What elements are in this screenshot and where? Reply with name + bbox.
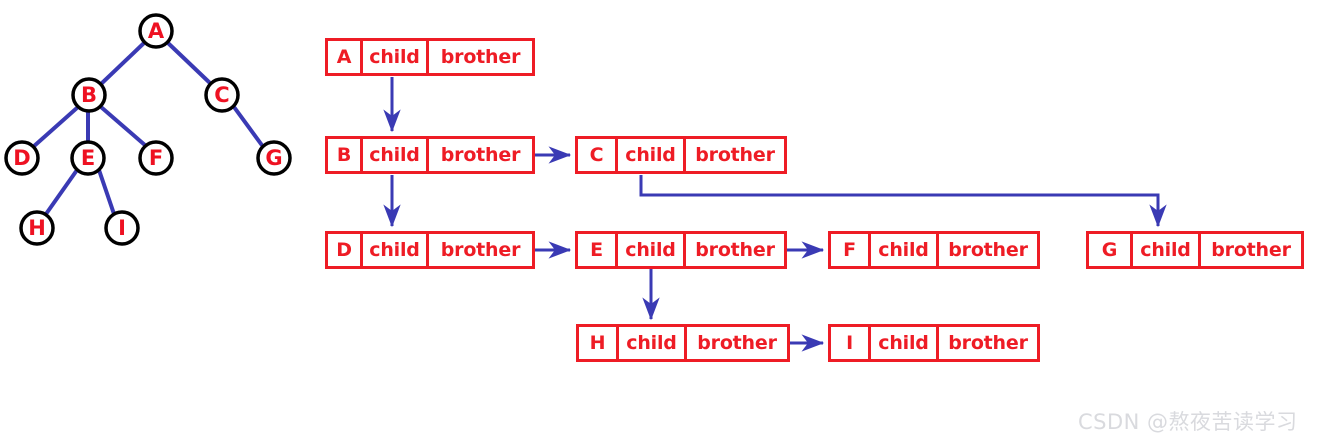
- tree-node-c: [204, 77, 240, 113]
- tree-node-d: [4, 140, 40, 176]
- record-node-d: D child brother: [325, 231, 535, 269]
- record-brother-f: brother: [948, 239, 1028, 261]
- tree-node-b: [71, 77, 107, 113]
- tree-node-f: [138, 140, 174, 176]
- record-child-g: child: [1133, 234, 1201, 266]
- tree-node-g: [256, 140, 292, 176]
- record-brother-c: brother: [695, 144, 775, 166]
- record-links: [383, 77, 1167, 352]
- watermark: CSDN @熬夜苦读学习: [1078, 410, 1298, 434]
- record-key-a: A: [328, 41, 363, 73]
- record-node-g: G child brother: [1086, 231, 1304, 269]
- record-child-c: child: [618, 139, 686, 171]
- tree-nodes: [4, 13, 292, 246]
- record-node-f: F child brother: [828, 231, 1040, 269]
- record-node-c: C child brother: [575, 136, 787, 174]
- record-brother-g: brother: [1211, 239, 1291, 261]
- tree-node-a: [138, 13, 174, 49]
- link-c-child-to-g: [639, 175, 1167, 228]
- record-key-e: E: [578, 234, 618, 266]
- record-node-h: H child brother: [576, 324, 790, 362]
- record-brother-d: brother: [440, 239, 521, 261]
- tree-edge-a-c: [166, 41, 213, 86]
- record-key-g: G: [1089, 234, 1133, 266]
- record-node-a: A child brother: [325, 38, 535, 76]
- tree-edge-b-f: [99, 105, 148, 148]
- record-key-d: D: [328, 234, 363, 266]
- tree-node-e: [70, 140, 106, 176]
- tree-edge-b-d: [31, 105, 80, 149]
- record-node-e: E child brother: [575, 231, 787, 269]
- tree-edge-e-h: [44, 168, 79, 216]
- record-brother-b: brother: [440, 144, 521, 166]
- record-node-b: B child brother: [325, 136, 535, 174]
- tree-node-h: [19, 210, 55, 246]
- tree-node-i: [104, 210, 140, 246]
- record-brother-a: brother: [440, 46, 521, 68]
- tree-edge-a-b: [99, 41, 146, 86]
- record-key-i: I: [831, 327, 871, 359]
- record-child-f: child: [871, 234, 939, 266]
- record-key-b: B: [328, 139, 363, 171]
- tree-edge-c-g: [232, 105, 266, 150]
- record-node-i: I child brother: [828, 324, 1040, 362]
- record-key-c: C: [578, 139, 618, 171]
- record-child-h: child: [619, 327, 687, 359]
- record-brother-i: brother: [948, 332, 1028, 354]
- record-child-e: child: [618, 234, 686, 266]
- record-child-a: child: [363, 41, 429, 73]
- record-child-b: child: [363, 139, 429, 171]
- record-child-i: child: [871, 327, 939, 359]
- record-child-d: child: [363, 234, 429, 266]
- record-brother-e: brother: [695, 239, 775, 261]
- record-key-f: F: [831, 234, 871, 266]
- record-key-h: H: [579, 327, 619, 359]
- record-brother-h: brother: [697, 332, 777, 354]
- tree-edge-e-i: [97, 169, 116, 215]
- tree-edges: [31, 41, 266, 216]
